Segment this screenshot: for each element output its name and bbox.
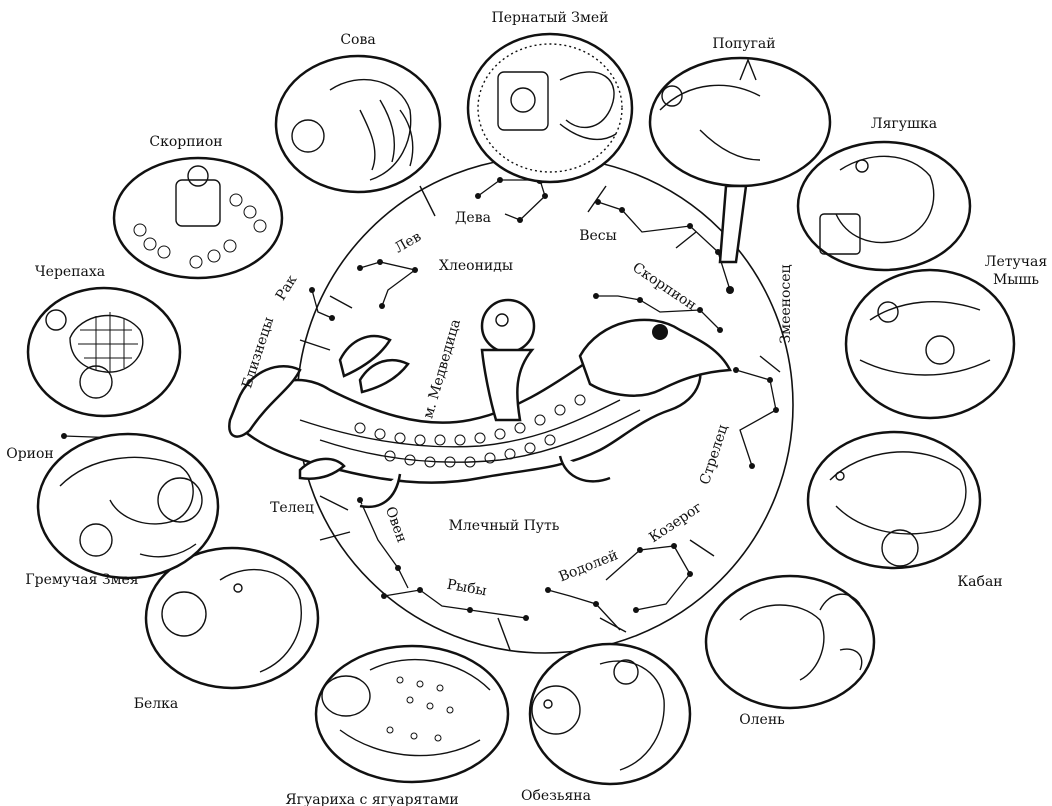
- medallion-frog: [798, 142, 970, 270]
- label-monkey: Обезьяна: [521, 788, 591, 804]
- label-orion: Орион: [6, 446, 54, 462]
- label-turtle: Черепаха: [35, 264, 105, 280]
- label-deer: Олень: [739, 712, 785, 728]
- medallion-parrot: [650, 58, 830, 262]
- label-parrot: Попугай: [712, 36, 775, 52]
- label-pisces: Рыбы: [446, 577, 488, 600]
- label-boar: Кабан: [957, 574, 1002, 590]
- medallion-bat: [846, 270, 1014, 418]
- label-milky-way: Млечный Путь: [449, 518, 560, 534]
- label-libra: Весы: [579, 228, 617, 244]
- medallion-scorpion: [114, 158, 282, 278]
- label-rattlesnake: Гремучая Змея: [25, 572, 138, 588]
- medallion-turtle: [28, 288, 180, 416]
- medallion-monkey: [530, 644, 690, 784]
- label-ursa-minor: м. Медведица: [420, 317, 464, 420]
- label-aquarius: Водолей: [557, 547, 621, 585]
- label-scorpion-outer: Скорпион: [149, 134, 222, 150]
- label-virgo: Дева: [455, 210, 491, 226]
- label-leo: Лев: [392, 229, 424, 257]
- label-bat-line2: Мышь: [993, 272, 1039, 288]
- label-bat-line1: Летучая: [985, 254, 1048, 270]
- milky-way-crocodile: [229, 300, 730, 507]
- label-owl: Сова: [340, 32, 375, 48]
- label-capricorn: Козерог: [646, 499, 705, 546]
- label-jaguars: Ягуариха с ягуарятами: [285, 792, 458, 806]
- label-aries: Овен: [382, 505, 410, 545]
- label-feathered-serpent: Пернатый Змей: [491, 10, 608, 26]
- medallion-owl: [276, 56, 440, 192]
- medallion-rattlesnake: [38, 434, 218, 578]
- medallion-jaguars: [316, 646, 508, 782]
- label-ophiuchus: Змееносец: [778, 264, 794, 343]
- label-sagittarius: Стрелец: [697, 423, 731, 487]
- medallion-feathered-serpent: [468, 34, 632, 182]
- medallion-boar: [808, 432, 980, 568]
- label-chleonids: Хлеониды: [439, 258, 513, 274]
- label-cancer: Рак: [273, 272, 301, 303]
- label-scorpio: Скорпион: [629, 260, 699, 314]
- medallion-deer: [706, 576, 874, 708]
- label-frog: Лягушка: [871, 116, 937, 132]
- label-squirrel: Белка: [134, 696, 179, 712]
- label-taurus: Телец: [270, 500, 314, 516]
